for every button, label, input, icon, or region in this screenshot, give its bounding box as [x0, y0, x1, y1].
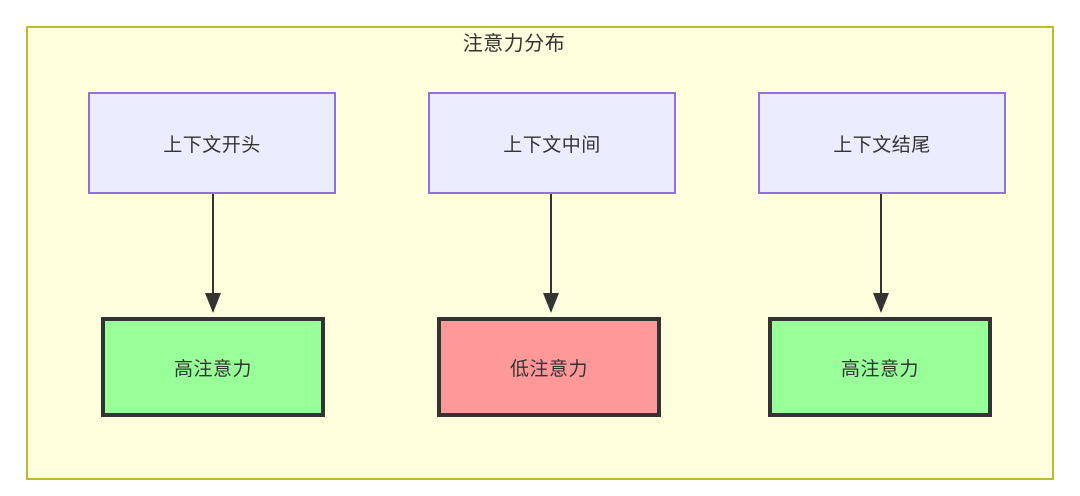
node-ctx-middle[interactable]: 上下文中间 — [428, 92, 676, 194]
node-ctx-end[interactable]: 上下文结尾 — [758, 92, 1006, 194]
diagram-title: 注意力分布 — [462, 33, 566, 55]
node-attn-end[interactable]: 高注意力 — [768, 317, 992, 417]
node-attn-middle[interactable]: 低注意力 — [437, 317, 661, 417]
node-attn-start[interactable]: 高注意力 — [101, 317, 325, 417]
node-ctx-start[interactable]: 上下文开头 — [88, 92, 336, 194]
